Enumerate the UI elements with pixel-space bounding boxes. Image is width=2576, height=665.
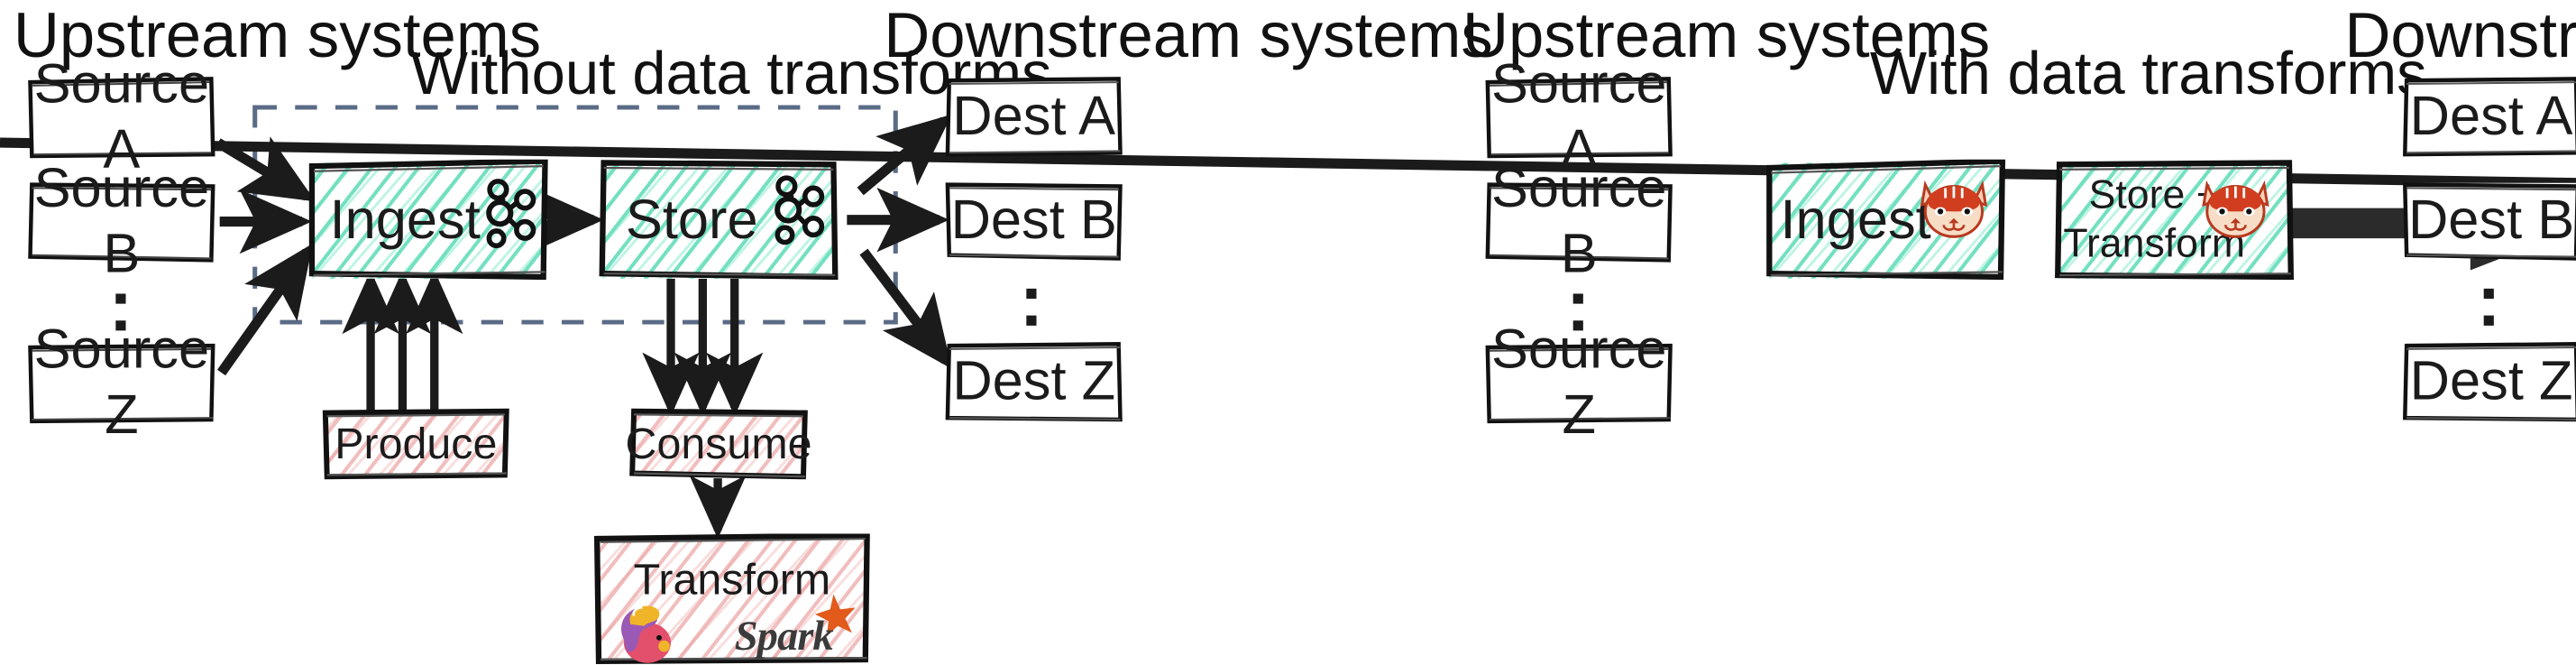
right-downstream-header: Downstream systems bbox=[2344, 1, 2576, 72]
left-downstream-header: Downstream systems bbox=[884, 1, 1493, 72]
produce-box[interactable]: Produce bbox=[322, 408, 509, 480]
kafka-icon bbox=[486, 179, 536, 249]
box-label: Source Z bbox=[1490, 317, 1667, 445]
box-label: Consume bbox=[625, 418, 812, 469]
box-label: Dest B bbox=[950, 188, 1117, 251]
redpanda-icon bbox=[1920, 180, 1988, 238]
box-label: Dest A bbox=[2409, 84, 2573, 146]
arrow-sourceA-ingest bbox=[215, 136, 316, 202]
kafka-icon bbox=[775, 175, 825, 245]
box-label: Ingest bbox=[1780, 188, 1931, 251]
box-label: Store bbox=[625, 188, 758, 251]
spark-wordmark: Spark bbox=[734, 614, 834, 660]
box-label: Source Z bbox=[33, 317, 210, 445]
box-label: Dest A bbox=[952, 84, 1116, 146]
box-label: Dest B bbox=[2407, 188, 2575, 251]
box-label: Source B bbox=[1490, 156, 1667, 284]
right-panel-title: With data transforms bbox=[1869, 38, 2427, 108]
box-label: Produce bbox=[335, 418, 498, 469]
r-source-box-b[interactable]: Source B bbox=[1484, 156, 1673, 283]
right-upstream-header: Upstream systems bbox=[1462, 1, 1991, 72]
dest-box-a[interactable]: Dest A bbox=[944, 76, 1123, 158]
source-box-a[interactable]: Source A bbox=[27, 52, 216, 180]
r-source-box-z[interactable]: Source Z bbox=[1484, 318, 1673, 445]
consume-box[interactable]: Consume bbox=[625, 408, 812, 480]
r-dest-box-b[interactable]: Dest B bbox=[2402, 180, 2576, 262]
source-box-b[interactable]: Source B bbox=[27, 156, 216, 283]
r-dest-box-z[interactable]: Dest Z bbox=[2402, 341, 2576, 423]
left-panel-title: Without data transforms bbox=[410, 38, 1052, 108]
arrow-store-destZ bbox=[859, 248, 952, 369]
redpanda-icon bbox=[2202, 180, 2269, 238]
flink-squirrel-icon bbox=[621, 605, 672, 663]
left-upstream-header: Upstream systems bbox=[13, 1, 542, 72]
dest-box-z[interactable]: Dest Z bbox=[944, 341, 1123, 423]
box-label: Dest Z bbox=[952, 348, 1116, 411]
box-label: Source B bbox=[33, 156, 210, 284]
r-dest-box-a[interactable]: Dest A bbox=[2402, 76, 2576, 158]
box-label: Dest Z bbox=[2409, 348, 2573, 411]
spark-logo-icon: Spark bbox=[735, 591, 866, 661]
arrow-store-destA bbox=[857, 114, 952, 196]
source-box-z[interactable]: Source Z bbox=[27, 318, 216, 445]
arrow-sourceZ-ingest bbox=[216, 243, 313, 376]
r-source-box-a[interactable]: Source A bbox=[1484, 52, 1673, 180]
box-label: Ingest bbox=[329, 188, 481, 251]
dest-box-b[interactable]: Dest B bbox=[944, 180, 1123, 262]
